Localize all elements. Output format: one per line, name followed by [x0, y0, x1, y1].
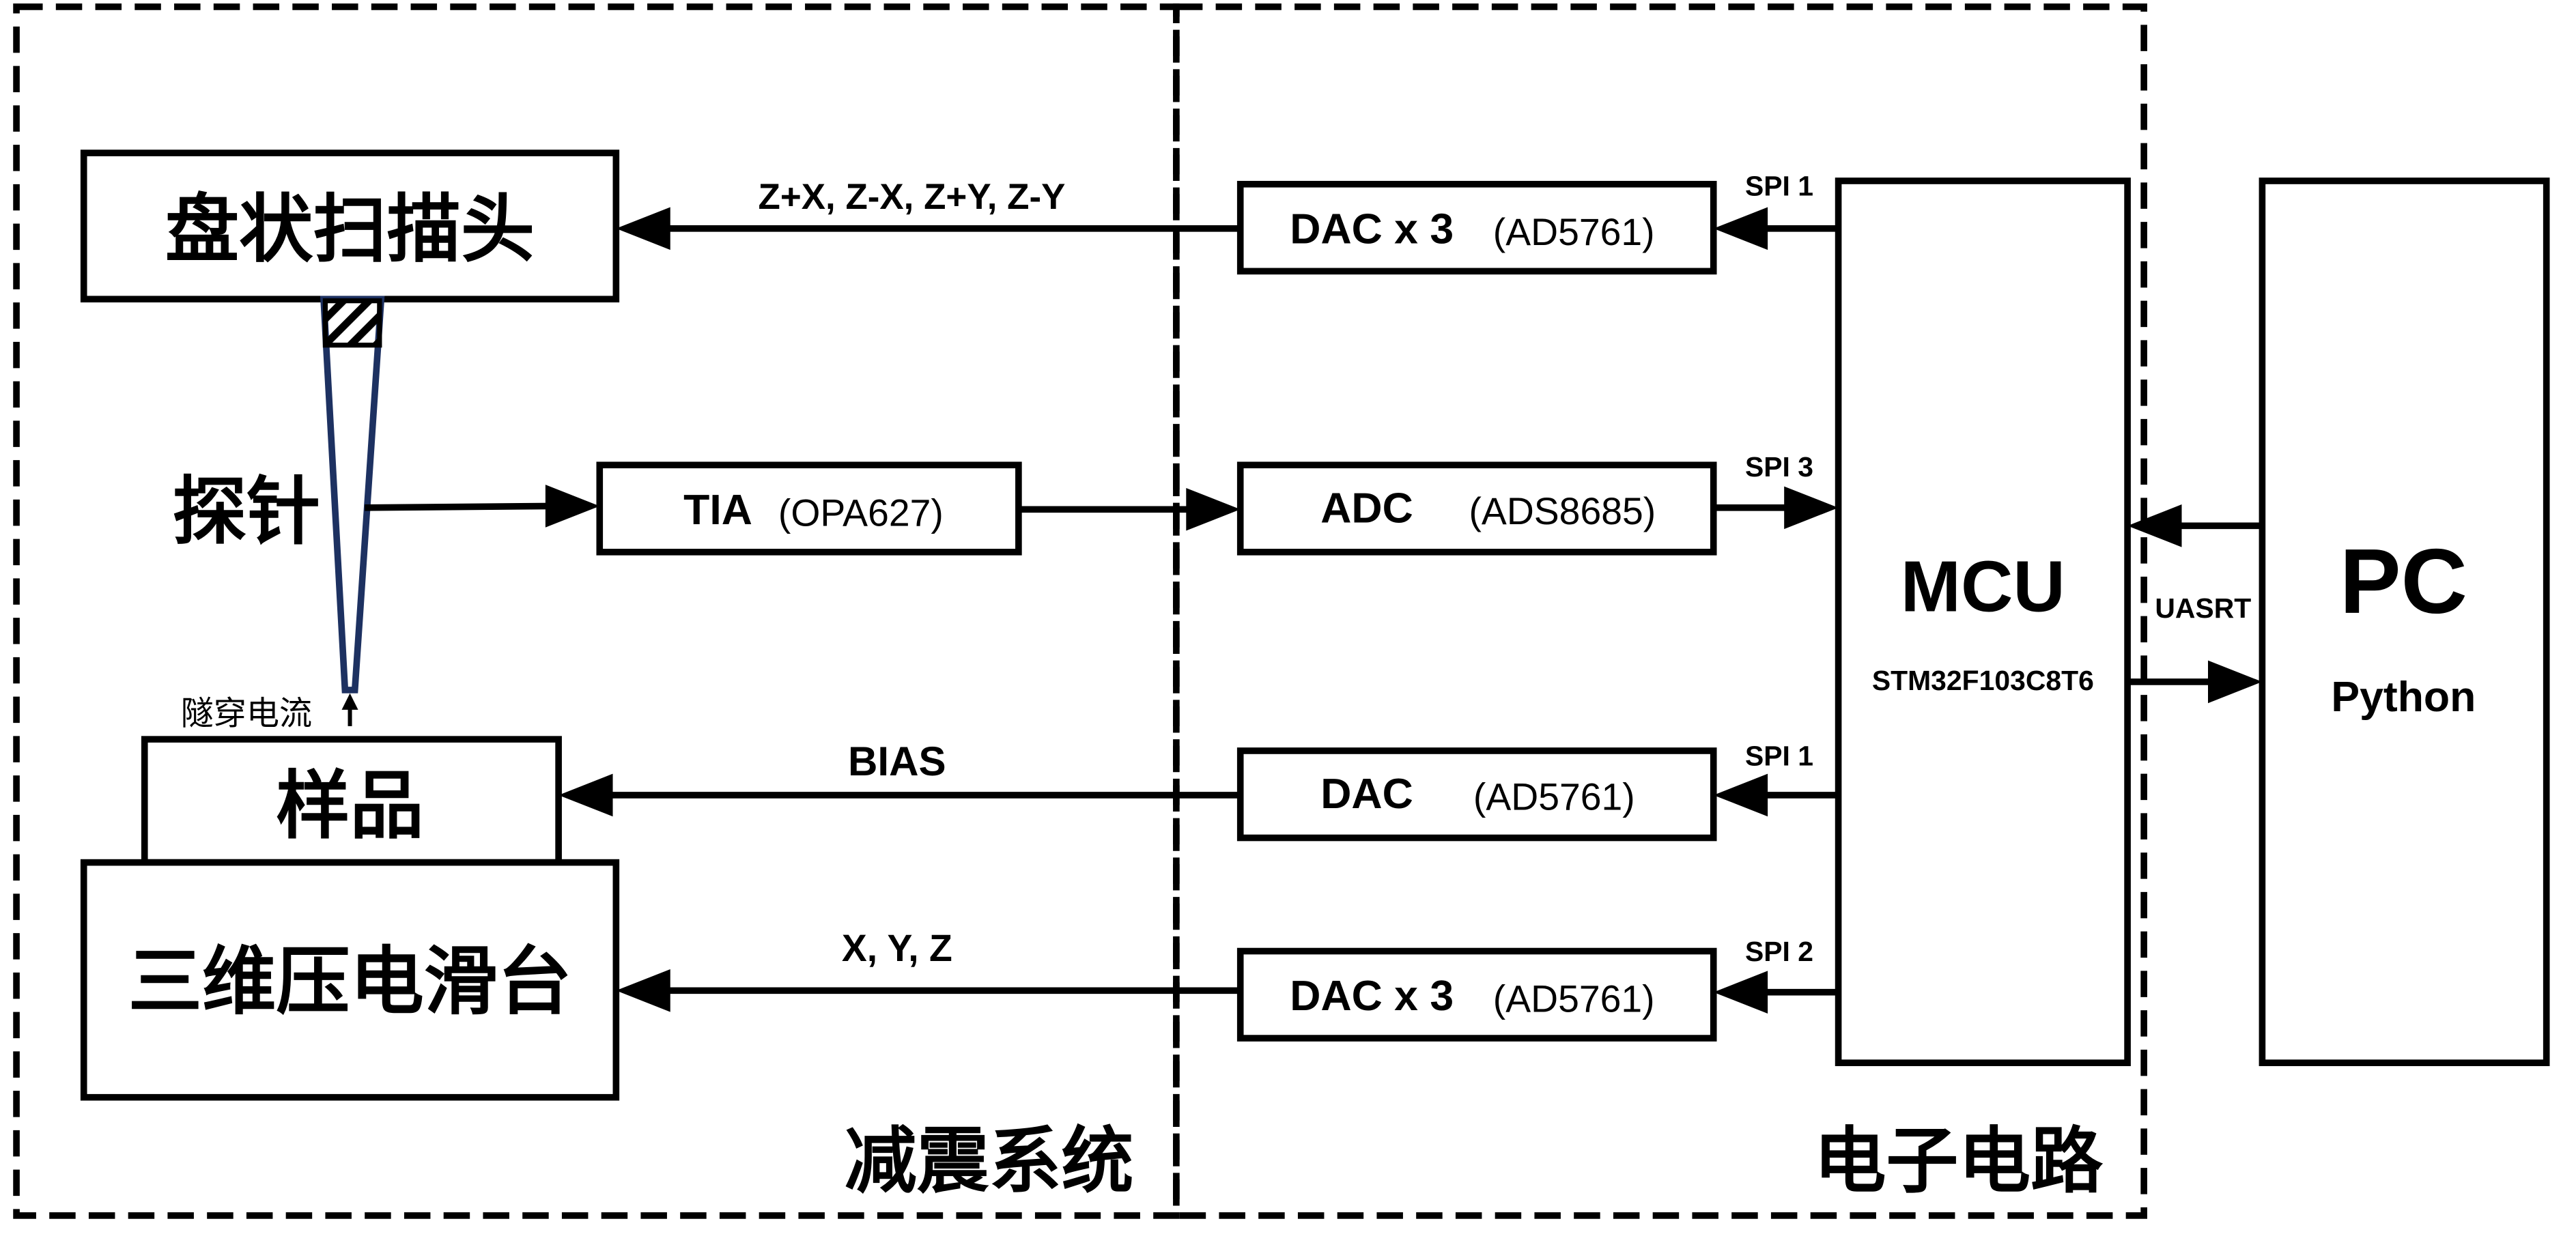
- adc-box: [1236, 461, 1717, 556]
- dac-bias-part: (AD5761): [1473, 776, 1635, 818]
- probe-tip: [320, 296, 385, 693]
- spi-dac-scan-arrow: [1713, 207, 1839, 250]
- probe-to-tia-line: [365, 502, 552, 511]
- dac-stage-name: DAC x 3: [1290, 972, 1454, 1020]
- tunnel-current-arrowhead: [341, 693, 358, 710]
- adc-name: ADC: [1320, 485, 1413, 532]
- piezo-stage-box: [80, 859, 620, 1101]
- scan-signal-arrow: [616, 207, 1241, 250]
- stage-signal-arrowhead: [616, 969, 670, 1012]
- mcu-name: MCU: [1901, 546, 2065, 627]
- pc-to-mcu-arrowhead: [2127, 504, 2182, 547]
- tunnel-current-label: 隧穿电流: [181, 695, 312, 732]
- sample-box: [141, 736, 562, 866]
- mcu-to-pc-arrow: [2127, 660, 2263, 704]
- spi-adc-arrow: [1713, 486, 1839, 530]
- adc-part: (ADS8685): [1469, 490, 1656, 532]
- spi-dac-stage-label: SPI 2: [1745, 936, 1813, 967]
- dac-stage-part: (AD5761): [1493, 978, 1655, 1020]
- dac-scan-box: [1236, 181, 1717, 275]
- dac-scan-name: DAC x 3: [1290, 205, 1454, 253]
- electronics-region: [1173, 3, 2147, 1219]
- spi-dac-bias-label: SPI 1: [1745, 741, 1813, 772]
- mcu-box: [1835, 177, 2131, 1066]
- stage-signal-arrow: [616, 969, 1241, 1012]
- bias-signal-label: BIAS: [848, 739, 946, 784]
- bias-signal-arrowhead: [558, 773, 613, 817]
- piezo-stage-label: 三维压电滑台: [128, 940, 572, 1022]
- sample-label: 样品: [276, 764, 424, 847]
- dac-scan-part: (AD5761): [1493, 211, 1655, 253]
- vibration-isolation-label: 减震系统: [845, 1121, 1133, 1202]
- spi-dac-bias-arrow: [1713, 773, 1839, 817]
- probe-label: 探针: [173, 470, 321, 553]
- spi-adc-arrowhead: [1784, 486, 1839, 530]
- dac-stage-box: [1236, 947, 1717, 1042]
- mcu-part: STM32F103C8T6: [1872, 665, 2094, 696]
- spi-dac-scan-label: SPI 1: [1745, 171, 1813, 202]
- tia-name: TIA: [683, 486, 752, 534]
- dac-bias-box: [1236, 747, 1717, 842]
- spi-dac-stage-arrow: [1713, 971, 1839, 1014]
- pc-to-mcu-arrow: [2127, 504, 2263, 547]
- spi-dac-scan-arrowhead: [1713, 207, 1768, 250]
- tunnel-current-arrow: [341, 693, 358, 726]
- mcu-to-pc-arrowhead: [2208, 660, 2263, 704]
- pc-box: [2259, 177, 2550, 1066]
- tia-part: (OPA627): [778, 491, 944, 534]
- spi-adc-label: SPI 3: [1745, 451, 1813, 483]
- probe-to-tia-arrow: [365, 485, 600, 528]
- dac-bias-name: DAC: [1320, 770, 1413, 818]
- probe-to-tia-arrowhead: [545, 485, 600, 528]
- pc-name: PC: [2340, 530, 2467, 633]
- tia-box: [596, 461, 1022, 556]
- scan-signal-arrowhead: [616, 207, 670, 250]
- probe-holder-hatch: [322, 298, 382, 348]
- serial-link-label: UASRT: [2155, 592, 2251, 624]
- bias-signal-arrow: [558, 773, 1241, 817]
- scan-signal-label: Z+X, Z-X, Z+Y, Z-Y: [759, 177, 1066, 217]
- pc-software: Python: [2331, 673, 2476, 721]
- tia-to-adc-arrow: [1018, 487, 1241, 531]
- tia-to-adc-arrowhead: [1186, 487, 1241, 531]
- scan-head-label: 盘状扫描头: [165, 188, 535, 270]
- stage-signal-label: X, Y, Z: [842, 927, 952, 969]
- electronics-label: 电子电路: [1814, 1121, 2104, 1202]
- spi-dac-stage-arrowhead: [1713, 971, 1768, 1014]
- spi-dac-bias-arrowhead: [1713, 773, 1768, 817]
